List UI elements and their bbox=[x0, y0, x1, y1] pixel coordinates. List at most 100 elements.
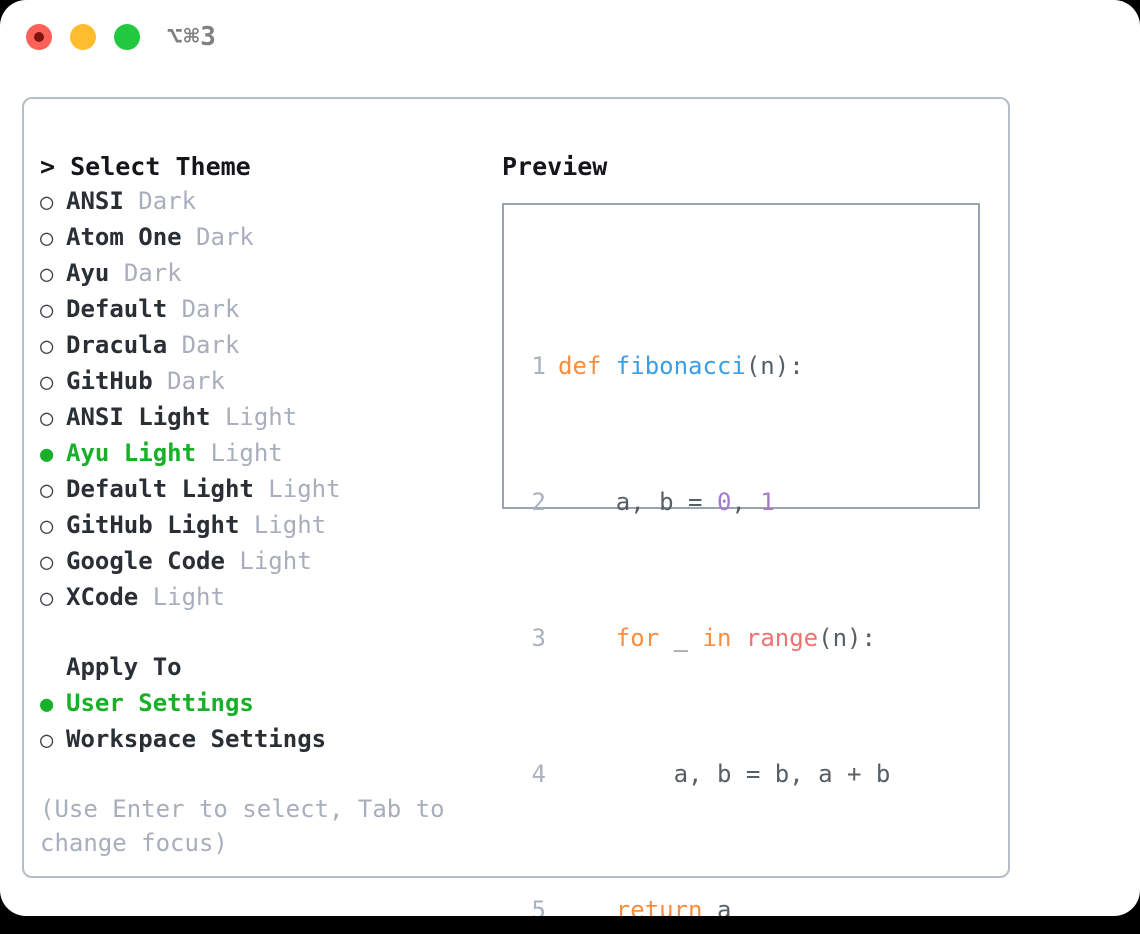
theme-option[interactable]: ○ Default Light Light bbox=[40, 472, 490, 508]
theme-name: Dracula bbox=[66, 331, 168, 359]
token-plain: a bbox=[702, 896, 732, 916]
code-text: def fibonacci(n): bbox=[558, 349, 804, 383]
code-text: a, b = 0, 1 bbox=[558, 485, 775, 519]
apply-to-section: Apply To ● User Settings ○ Workspace Set… bbox=[40, 650, 490, 758]
theme-name: ANSI Light bbox=[66, 403, 211, 431]
radio-icon: ○ bbox=[40, 514, 54, 539]
theme-option[interactable]: ○ ANSI Dark bbox=[40, 184, 490, 220]
line-number: 3 bbox=[531, 624, 546, 652]
line-number: 1 bbox=[531, 352, 546, 380]
theme-option[interactable]: ○ GitHub Light Light bbox=[40, 508, 490, 544]
theme-name: Ayu bbox=[66, 259, 110, 287]
code-text: for _ in range(n): bbox=[558, 621, 876, 655]
theme-tag bbox=[153, 364, 167, 398]
preview-heading: Preview bbox=[502, 152, 608, 181]
line-number: 5 bbox=[531, 896, 546, 916]
theme-tag-label: Light bbox=[152, 583, 225, 611]
theme-option[interactable]: ○ Atom One Dark bbox=[40, 220, 490, 256]
theme-tag-label: Light bbox=[239, 547, 312, 575]
apply-to-option-workspace-settings[interactable]: ○ Workspace Settings bbox=[40, 722, 490, 758]
apply-to-option-label: Workspace Settings bbox=[66, 725, 327, 753]
theme-name: GitHub bbox=[66, 367, 153, 395]
radio-selected-icon: ● bbox=[40, 442, 54, 467]
theme-tag-label: Light bbox=[210, 439, 283, 467]
radio-icon: ○ bbox=[40, 262, 54, 287]
theme-option[interactable]: ○ Default Dark bbox=[40, 292, 490, 328]
line-number: 4 bbox=[531, 760, 546, 788]
radio-icon: ○ bbox=[40, 586, 54, 611]
theme-tag bbox=[225, 544, 239, 578]
token-plain: (n): bbox=[745, 352, 804, 380]
theme-option[interactable]: ○ XCode Light bbox=[40, 580, 490, 616]
theme-option-selected[interactable]: ● Ayu Light Light bbox=[40, 436, 490, 472]
apply-to-heading-row: Apply To bbox=[40, 650, 490, 686]
token-number: 1 bbox=[760, 488, 775, 516]
radio-icon: ○ bbox=[40, 406, 54, 431]
theme-option[interactable]: ○ Google Code Light bbox=[40, 544, 490, 580]
code-preview: 1 def fibonacci(n): 2 a, b = 0, 1 3 for … bbox=[524, 247, 919, 916]
theme-name: GitHub Light bbox=[66, 511, 240, 539]
code-line: 2 a, b = 0, 1 bbox=[524, 485, 919, 519]
keyboard-hint-text: (Use Enter to select, Tab to change focu… bbox=[40, 795, 445, 857]
minimize-button[interactable] bbox=[70, 24, 96, 50]
token-plain: , bbox=[731, 488, 761, 516]
theme-option-list: ○ ANSI Dark ○ Atom One Dark ○ Ayu Dark bbox=[40, 184, 490, 616]
token-plain bbox=[558, 896, 616, 916]
code-text: return a bbox=[558, 893, 732, 916]
theme-tag-label: Dark bbox=[181, 295, 240, 323]
spacer bbox=[40, 758, 490, 792]
theme-tag bbox=[239, 508, 253, 542]
theme-name: Ayu Light bbox=[66, 439, 197, 467]
theme-tag-label: Dark bbox=[167, 367, 225, 395]
radio-icon: ○ bbox=[40, 550, 54, 575]
theme-name: ANSI bbox=[66, 187, 124, 215]
main-panel: > Select Theme ○ ANSI Dark ○ Atom One Da… bbox=[22, 97, 1010, 916]
close-button[interactable] bbox=[26, 24, 52, 50]
token-call: range bbox=[745, 624, 819, 652]
radio-icon: ○ bbox=[40, 190, 54, 215]
radio-icon: ○ bbox=[40, 370, 54, 395]
theme-option[interactable]: ○ GitHub Dark bbox=[40, 364, 490, 400]
heading-indent bbox=[40, 652, 66, 686]
preview-box: 1 def fibonacci(n): 2 a, b = 0, 1 3 for … bbox=[502, 203, 980, 916]
theme-tag bbox=[167, 328, 181, 362]
keyboard-shortcut-label: ⌥⌘3 bbox=[167, 22, 217, 52]
radio-selected-icon: ● bbox=[40, 692, 54, 717]
token-plain: _ bbox=[659, 624, 703, 652]
theme-name: Google Code bbox=[66, 547, 225, 575]
traffic-lights bbox=[26, 24, 140, 50]
theme-name: Default Light bbox=[66, 475, 254, 503]
radio-icon: ○ bbox=[40, 298, 54, 323]
theme-tag bbox=[182, 220, 196, 254]
maximize-button[interactable] bbox=[114, 24, 140, 50]
theme-option[interactable]: ○ Dracula Dark bbox=[40, 328, 490, 364]
theme-tag-label: Dark bbox=[196, 223, 254, 251]
spacer bbox=[40, 616, 490, 650]
radio-icon: ○ bbox=[40, 728, 54, 753]
token-keyword: def bbox=[558, 352, 616, 380]
theme-tag bbox=[196, 436, 210, 470]
theme-picker-column: > Select Theme ○ ANSI Dark ○ Atom One Da… bbox=[40, 150, 490, 860]
radio-icon: ○ bbox=[40, 226, 54, 251]
theme-option[interactable]: ○ Ayu Dark bbox=[40, 256, 490, 292]
apply-to-option-label: User Settings bbox=[66, 689, 254, 717]
theme-tag-label: Dark bbox=[181, 331, 240, 359]
theme-tag-label: Light bbox=[253, 511, 327, 539]
apply-to-option-user-settings[interactable]: ● User Settings bbox=[40, 686, 490, 722]
token-plain: a, b = bbox=[558, 488, 717, 516]
token-keyword: in bbox=[702, 624, 732, 652]
theme-option[interactable]: ○ ANSI Light Light bbox=[40, 400, 490, 436]
theme-tag bbox=[138, 580, 152, 614]
theme-name: Atom One bbox=[66, 223, 182, 251]
token-plain: (n): bbox=[818, 624, 876, 652]
code-line: 4 a, b = b, a + b bbox=[524, 757, 919, 791]
theme-tag-label: Light bbox=[224, 403, 298, 431]
code-line: 3 for _ in range(n): bbox=[524, 621, 919, 655]
line-number: 2 bbox=[531, 488, 546, 516]
token-plain bbox=[558, 624, 616, 652]
code-line: 1 def fibonacci(n): bbox=[524, 349, 919, 383]
token-number: 0 bbox=[716, 488, 732, 516]
theme-tag bbox=[109, 256, 123, 290]
apply-to-heading: Apply To bbox=[66, 653, 182, 681]
